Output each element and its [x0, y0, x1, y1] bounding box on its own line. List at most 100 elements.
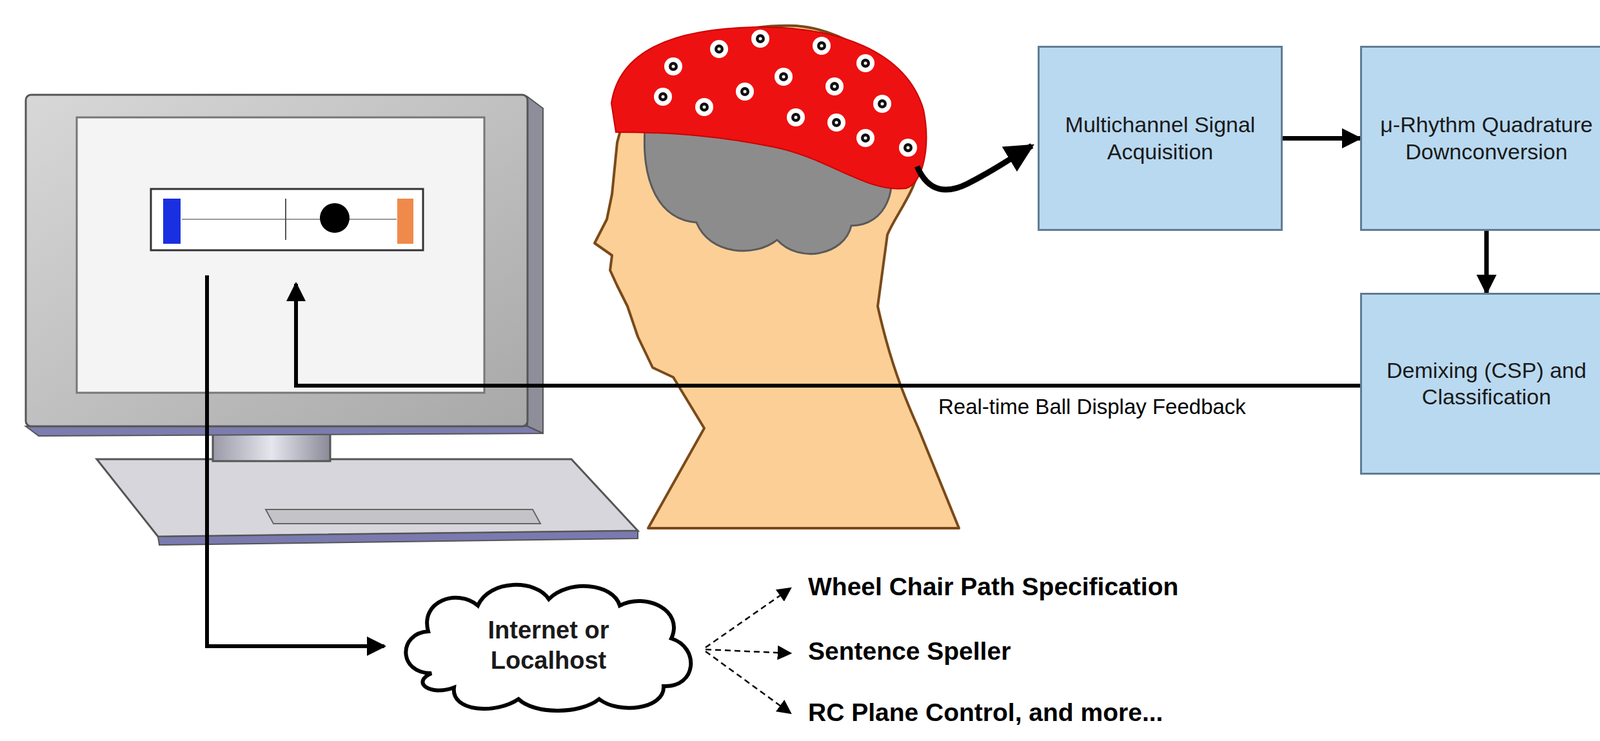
cloud-shape: [405, 584, 691, 711]
monitor-side: [527, 96, 544, 434]
application-arrows: [705, 588, 791, 714]
electrode-ring: [699, 102, 709, 112]
electrode: [710, 39, 729, 59]
electrode: [856, 128, 875, 148]
monitor-bottom: [25, 426, 544, 436]
electrode-center: [880, 102, 885, 106]
network-wire: [207, 275, 385, 647]
electrode: [774, 67, 793, 86]
electrode-center: [794, 116, 798, 120]
electrode-pad: [664, 57, 683, 76]
electrodes: [653, 29, 918, 157]
electrode-center: [661, 95, 665, 99]
box-label: μ-Rhythm Quadrature Downconversion: [1376, 111, 1597, 166]
electrode: [695, 98, 714, 117]
electrode: [856, 54, 875, 73]
electrode: [873, 94, 892, 113]
electrode-ring: [860, 133, 870, 143]
electrode-pad: [774, 67, 793, 86]
electrode-ring: [658, 92, 668, 102]
application-label: Wheel Chair Path Specification: [806, 572, 1181, 602]
electrode-pad: [898, 138, 918, 157]
electrode-center: [743, 90, 747, 94]
electrode-center: [906, 146, 910, 150]
dashed-arrow: [705, 588, 791, 648]
electrode: [735, 82, 754, 101]
electrode-pad: [695, 98, 714, 117]
electrode-ring: [877, 99, 887, 109]
electrode-ring: [755, 34, 765, 44]
process-box: Demixing (CSP) and Classification: [1360, 292, 1600, 475]
bar-track: [181, 218, 397, 220]
application-label: RC Plane Control, and more...: [806, 698, 1165, 727]
electrode-pad: [735, 82, 754, 101]
cloud-label: Internet or Localhost: [452, 615, 646, 676]
electrode-ring: [829, 81, 840, 91]
monitor-screen: [76, 117, 485, 393]
electrode-ring: [860, 58, 870, 68]
electrode-center: [717, 47, 721, 51]
base-underside: [158, 530, 638, 545]
electrode-center: [671, 65, 676, 69]
electrode-pad: [653, 87, 672, 106]
right-target: [397, 198, 414, 244]
monitor-bezel: [25, 94, 528, 427]
electrode-pad: [710, 39, 729, 59]
monitor: [25, 94, 638, 545]
electrode-pad: [751, 29, 770, 48]
electrode-pad: [856, 128, 875, 148]
electrode: [751, 29, 770, 48]
electrode: [653, 87, 672, 106]
electrode-ring: [831, 118, 841, 128]
network-cloud: Internet or Localhost: [392, 576, 705, 714]
electrode-pad: [825, 77, 844, 96]
box-label: Demixing (CSP) and Classification: [1376, 357, 1597, 411]
electrode-ring: [817, 41, 827, 51]
electrode: [825, 77, 844, 96]
process-box: μ-Rhythm Quadrature Downconversion: [1360, 45, 1600, 231]
electrode-ring: [740, 87, 750, 97]
electrode-center: [833, 85, 837, 89]
feedback-label: Real-time Ball Display Feedback: [936, 394, 1248, 420]
feedback-wire: [296, 283, 1361, 386]
electrode-center: [782, 75, 786, 79]
electrode-center: [759, 37, 763, 41]
cap-cable: [917, 145, 1032, 190]
electrode-ring: [668, 61, 678, 71]
electrode-pad: [786, 108, 805, 127]
electrode: [786, 108, 805, 127]
flow-arrow: [1484, 230, 1490, 293]
electrode-ring: [903, 143, 913, 153]
application-label: Sentence Speller: [806, 637, 1013, 666]
dashed-arrow: [705, 649, 791, 654]
electrode-center: [864, 136, 868, 140]
electrode: [898, 138, 918, 157]
bar-center-tick: [285, 198, 287, 240]
cursor-ball: [319, 203, 350, 233]
electrode-pad: [856, 54, 875, 73]
base-slot: [265, 509, 541, 524]
box-label: Multichannel Signal Acquisition: [1050, 111, 1270, 166]
electrode: [664, 57, 683, 76]
electrode-ring: [779, 72, 789, 82]
eeg-cap: [611, 27, 927, 189]
cloud-outline: [392, 576, 705, 714]
electrode-pad: [873, 94, 892, 113]
electrode: [827, 113, 846, 132]
dashed-arrow: [705, 651, 791, 714]
electrode-center: [702, 105, 707, 109]
electrode-ring: [791, 112, 801, 122]
electrode-center: [820, 44, 824, 48]
process-box: Multichannel Signal Acquisition: [1037, 45, 1283, 231]
electrode-pad: [827, 113, 846, 132]
electrode-center: [864, 61, 868, 66]
electrode-center: [835, 121, 839, 125]
feedback-bar: [150, 188, 424, 251]
electrode-pad: [812, 36, 831, 55]
left-target: [163, 198, 181, 244]
electrode-ring: [714, 44, 724, 54]
head: [594, 25, 1032, 529]
electrode: [812, 36, 831, 55]
monitor-base: [96, 459, 638, 537]
